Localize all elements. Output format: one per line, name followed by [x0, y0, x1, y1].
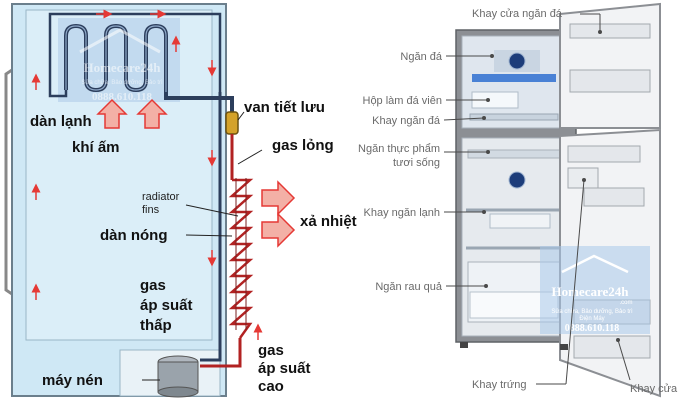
chiller-tray: [489, 213, 551, 229]
label-high-pressure-1: gas: [258, 342, 284, 359]
left-watermark: Homecare24h Sửa chữa, Bảo dưỡng, Bảo trì…: [79, 28, 163, 103]
fridge-foot-right: [560, 344, 568, 350]
freezer-blue-shelf: [472, 74, 556, 82]
label-vegetable-drawer: Ngăn rau quả: [375, 281, 443, 293]
freezer-door-tray: [569, 23, 651, 39]
watermark-house-icon: [79, 28, 161, 54]
pipe-top-loop: [48, 12, 222, 98]
watermark-tagline: Sửa chữa, Bảo dưỡng, Bảo trì: [81, 79, 163, 86]
watermark-tagline-right-1: Sửa chữa, Bảo dưỡng, Bảo trì: [551, 308, 633, 315]
fridge-foot-left: [460, 342, 468, 348]
pipe-evaporator-to-valve: [164, 92, 234, 112]
label-freezer-door-tray: Khay cửa ngăn đá: [472, 8, 563, 20]
watermark-panel: [540, 246, 650, 334]
freezer-tray-shelf: [469, 113, 559, 121]
label-condenser: dàn nóng: [100, 227, 168, 244]
condenser-fins: [235, 178, 247, 330]
label-low-pressure-2: áp suất: [140, 297, 193, 314]
right-watermark: Homecare24h .com Sửa chữa, Bảo dưỡng, Bả…: [540, 246, 650, 334]
label-chiller-tray: Khay ngăn lạnh: [364, 207, 440, 219]
label-evaporator: dàn lạnh: [30, 113, 92, 130]
evaporator-coil-highlight: [65, 25, 167, 92]
pipe-high-pressure: [200, 338, 242, 368]
expansion-valve: [225, 111, 239, 135]
label-freezer-tray: Khay ngăn đá: [372, 115, 441, 127]
heat-arrow-1: [261, 180, 296, 216]
condenser-coil: [228, 178, 254, 339]
flow-arrows: [31, 9, 263, 340]
refrigeration-cycle-diagram: Homecare24h Sửa chữa, Bảo dưỡng, Bảo trì…: [4, 3, 357, 398]
door-tray-lower: [573, 335, 651, 359]
label-low-pressure-1: gas: [140, 277, 166, 294]
watermark-phone: 0888.610.118: [92, 91, 152, 103]
egg-tray-rack: [567, 167, 599, 189]
fridge-fan-icon: [508, 171, 526, 189]
label-radiator-fins-1: radiator: [142, 191, 180, 203]
label-warm-air: khí ấm: [72, 139, 120, 156]
heat-arrow-2: [261, 212, 296, 248]
freezer-fan-icon: [508, 52, 526, 70]
label-expansion-valve: van tiết lưu: [244, 99, 325, 116]
label-high-pressure-3: cao: [258, 378, 284, 395]
watermark-tagline-right-2: Điện Máy: [579, 316, 604, 322]
fridge-photo: Homecare24h .com Sửa chữa, Bảo dưỡng, Bả…: [358, 2, 678, 398]
heat-release-arrows: [261, 180, 296, 248]
door-tray-top: [567, 145, 641, 163]
label-high-pressure-2: áp suất: [258, 360, 311, 377]
watermark-brand-right: Homecare24h: [551, 284, 629, 299]
watermark-brand: Homecare24h: [83, 60, 161, 75]
freezer-door-tray-2: [569, 69, 651, 93]
label-low-pressure-3: thấp: [140, 317, 172, 334]
diagram-leader-lines: [142, 111, 263, 381]
freezer-door: [559, 2, 661, 129]
watermark-phone-right: 0888.610.118: [565, 323, 619, 334]
label-egg-tray: Khay trứng: [472, 379, 526, 391]
door-tray-middle: [583, 187, 645, 207]
label-liquid-gas: gas lỏng: [272, 137, 334, 154]
label-ice-maker: Hộp làm đá viên: [363, 95, 443, 107]
label-radiator-fins-2: fins: [142, 204, 160, 216]
label-freezer: Ngăn đá: [400, 51, 442, 63]
watermark-domain-right: .com: [619, 300, 632, 306]
warm-air-arrow-2: [136, 98, 168, 129]
watermark-house-icon-right: [561, 254, 629, 274]
label-fresh-food-2: tươi sống: [393, 157, 440, 169]
fresh-food-top-shelf: [467, 149, 561, 159]
compressor: [157, 355, 199, 398]
label-door-tray: Khay cửa: [630, 383, 678, 395]
warm-air-arrow-1: [96, 98, 128, 129]
photo-leader-lines: [443, 13, 631, 385]
label-heat-release: xả nhiệt: [300, 213, 357, 230]
fridge-handle: [4, 68, 13, 296]
label-fresh-food-1: Ngăn thực phẩm: [358, 143, 440, 155]
warm-air-arrows: [96, 98, 168, 129]
label-compressor: máy nén: [42, 372, 103, 389]
pipe-low-pressure: [200, 92, 222, 362]
